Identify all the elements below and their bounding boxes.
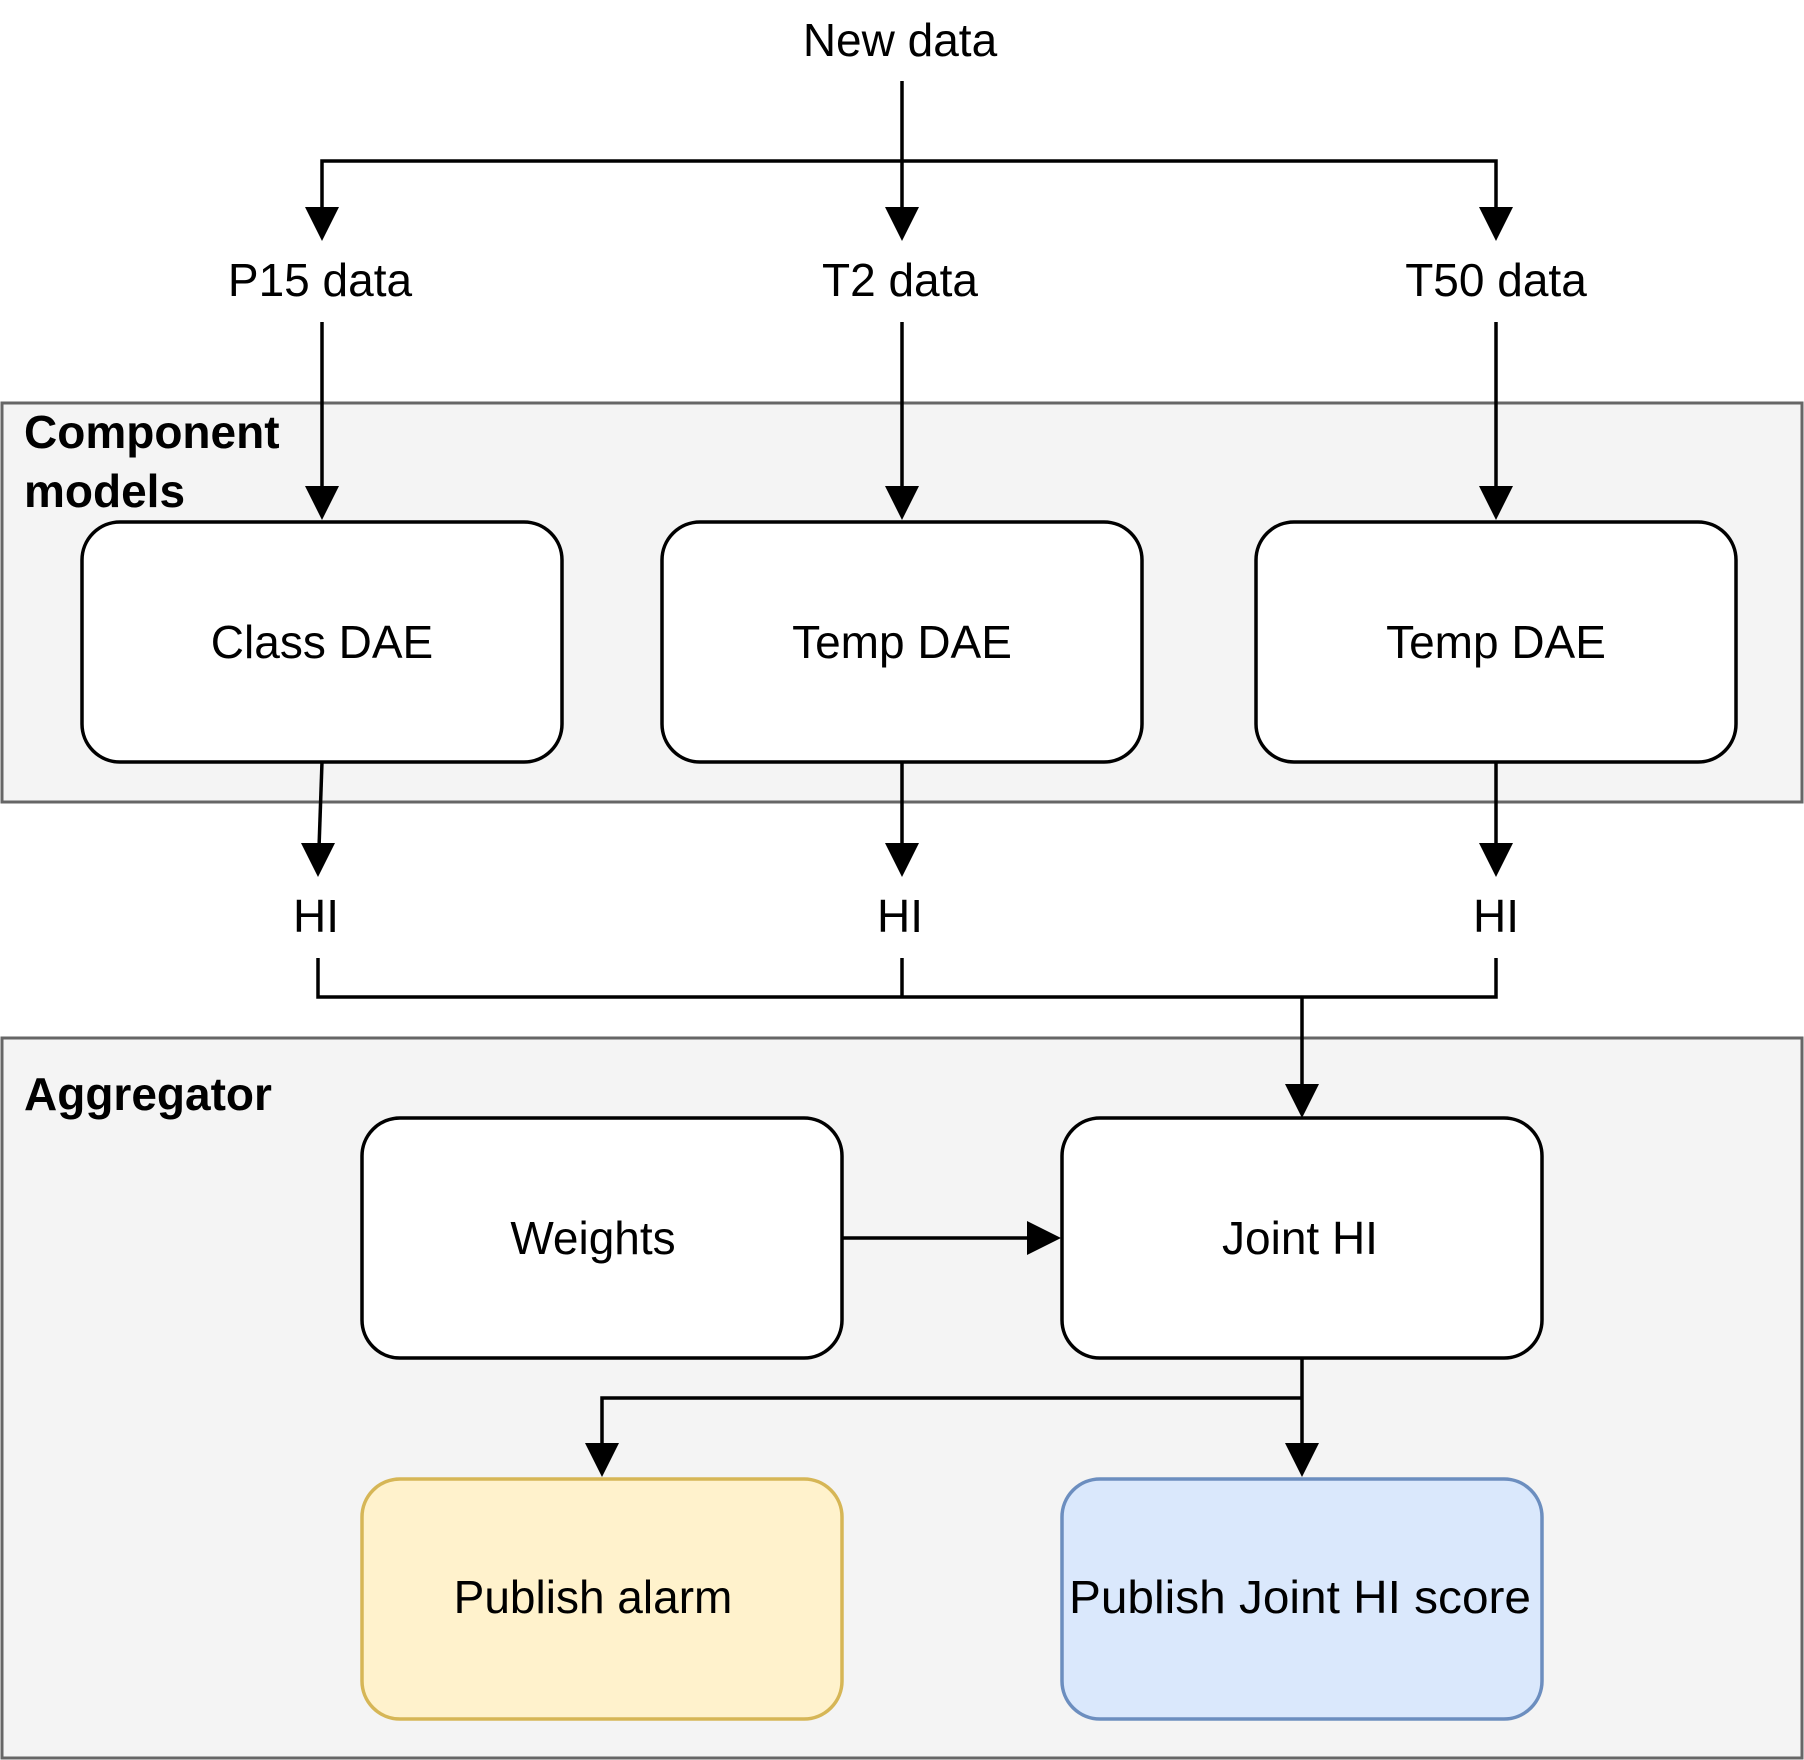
arrowhead-to-hi-3 bbox=[1479, 843, 1513, 877]
node-temp-dae-2: Temp DAE bbox=[1254, 520, 1738, 764]
arrowhead-to-hi-1 bbox=[301, 843, 335, 877]
node-joint-hi: Joint HI bbox=[1060, 1116, 1544, 1360]
t50-data-label: T50 data bbox=[1405, 254, 1587, 306]
node-class-dae: Class DAE bbox=[80, 520, 564, 764]
temp-dae-1-label: Temp DAE bbox=[792, 616, 1012, 668]
arrowhead-to-temp-dae-1 bbox=[885, 486, 919, 520]
component-models-title-line1: Component bbox=[24, 406, 280, 458]
weights-label: Weights bbox=[510, 1212, 675, 1264]
node-temp-dae-1: Temp DAE bbox=[660, 520, 1144, 764]
arrowhead-to-temp-dae-2 bbox=[1479, 486, 1513, 520]
arrowhead-to-publish-score bbox=[1285, 1443, 1319, 1477]
edge-class-dae-to-hi bbox=[317, 761, 324, 849]
node-publish-alarm: Publish alarm bbox=[360, 1477, 844, 1721]
arrowhead-weights-to-joint-hi bbox=[1027, 1221, 1061, 1255]
aggregator-title: Aggregator bbox=[24, 1068, 272, 1120]
hi-label-1: HI bbox=[293, 890, 339, 942]
class-dae-label: Class DAE bbox=[211, 616, 433, 668]
t2-data-label: T2 data bbox=[822, 254, 978, 306]
edge-new-data-fanout bbox=[320, 81, 1498, 212]
arrowhead-to-t50 bbox=[1479, 207, 1513, 241]
p15-data-label: P15 data bbox=[228, 254, 413, 306]
node-publish-joint-hi-score: Publish Joint HI score bbox=[1060, 1477, 1544, 1721]
hi-label-2: HI bbox=[877, 890, 923, 942]
new-data-label: New data bbox=[803, 14, 998, 66]
joint-hi-label: Joint HI bbox=[1222, 1212, 1378, 1264]
temp-dae-2-label: Temp DAE bbox=[1386, 616, 1606, 668]
arrowhead-to-joint-hi bbox=[1285, 1084, 1319, 1118]
component-models-title-line2: models bbox=[24, 465, 185, 517]
edge-hi-merge bbox=[316, 958, 1498, 1090]
arrowhead-to-class-dae bbox=[305, 486, 339, 520]
edge-joint-hi-to-publish bbox=[600, 1358, 1304, 1448]
arrowhead-to-publish-alarm bbox=[585, 1443, 619, 1477]
arrowhead-to-hi-2 bbox=[885, 843, 919, 877]
arrowhead-to-t2 bbox=[885, 207, 919, 241]
publish-alarm-label: Publish alarm bbox=[454, 1571, 733, 1623]
arrowhead-to-p15 bbox=[305, 207, 339, 241]
publish-joint-hi-score-label: Publish Joint HI score bbox=[1069, 1571, 1531, 1623]
node-weights: Weights bbox=[360, 1116, 844, 1360]
hi-label-3: HI bbox=[1473, 890, 1519, 942]
